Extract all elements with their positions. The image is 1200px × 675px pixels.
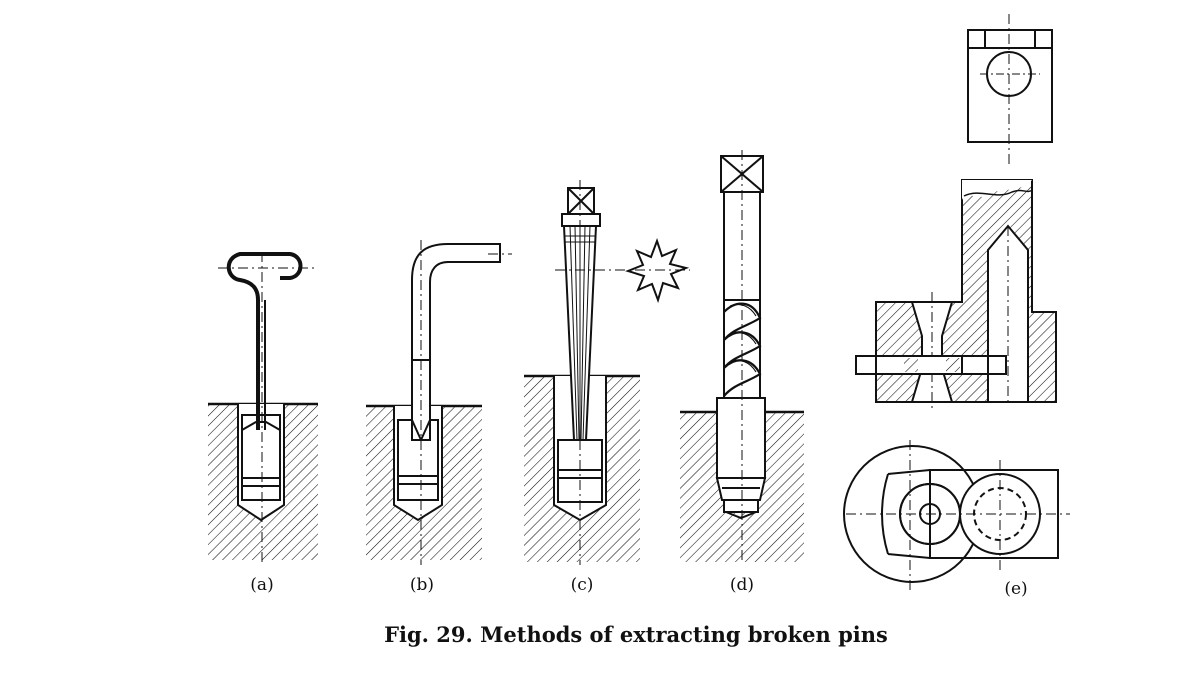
panel-b-l-key-extractor [366, 240, 512, 565]
panel-e-upper-block [967, 29, 1053, 143]
panel-e-label: (e) [1004, 579, 1027, 599]
panel-d-spiral-flutes [723, 299, 761, 399]
panel-a-hook-extractor [208, 252, 318, 565]
panel-e-slot-bar [855, 355, 1007, 375]
panel-b-label: (b) [410, 575, 434, 595]
panel-d-screw-extractor [680, 150, 804, 562]
panel-c-label: (c) [571, 575, 594, 595]
panel-c-tapered-extractor [524, 180, 690, 565]
panel-a-label: (a) [250, 575, 273, 595]
panel-e-drilling-fixture [843, 14, 1070, 590]
figure-caption: Fig. 29. Methods of extracting broken pi… [384, 622, 888, 647]
panel-d-label: (d) [730, 575, 754, 595]
